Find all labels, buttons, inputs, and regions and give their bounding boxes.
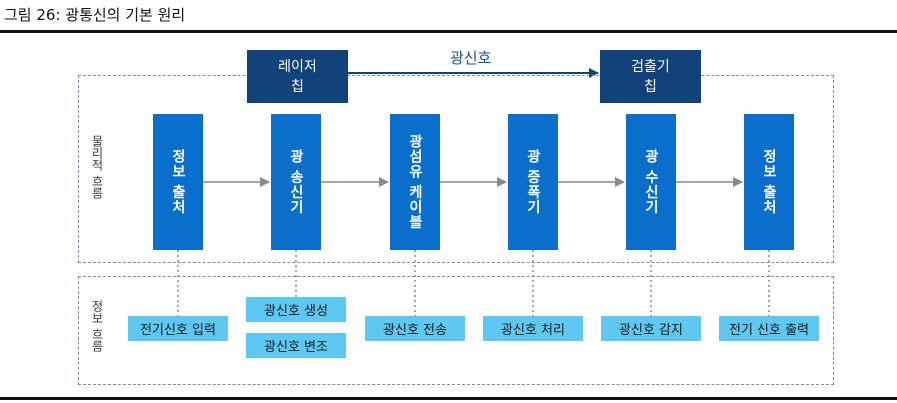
- stage-fiber-cable-label: 광섬유 케이블: [407, 134, 423, 230]
- info-flow-group: [78, 276, 834, 385]
- info-box-signal-generate: 광신호 생성: [246, 297, 346, 322]
- stage-optical-transmitter: 광 송신기: [271, 114, 321, 250]
- physical-flow-label: 물리적 흐름: [90, 135, 104, 199]
- stage-optical-transmitter-label: 광 송신기: [288, 149, 304, 215]
- info-box-signal-detect: 광신호 감지: [601, 316, 701, 341]
- stage-fiber-cable: 광섬유 케이블: [390, 114, 440, 250]
- bottom-rule: [0, 397, 897, 400]
- stage-optical-receiver-label: 광 수신기: [643, 149, 659, 215]
- physical-flow-group: [78, 75, 834, 263]
- info-box-signal-modulate: 광신호 변조: [246, 333, 346, 358]
- stage-info-destination: 정보 출처: [744, 114, 794, 250]
- stage-optical-receiver: 광 수신기: [626, 114, 676, 250]
- info-box-signal-transmit: 광신호 전송: [365, 316, 465, 341]
- info-flow-label: 정보 흐름: [90, 300, 104, 352]
- detector-chip: 검출기 칩: [600, 50, 701, 103]
- stage-optical-amplifier: 광 증폭기: [508, 114, 558, 250]
- info-box-signal-process: 광신호 처리: [483, 316, 583, 341]
- figure-title: 그림 26: 광통신의 기본 원리: [4, 6, 186, 24]
- stage-info-source-label: 정보 출처: [170, 149, 186, 215]
- laser-chip: 레이저 칩: [247, 50, 348, 103]
- stage-optical-amplifier-label: 광 증폭기: [525, 149, 541, 215]
- stage-info-source: 정보 출처: [153, 114, 203, 250]
- optical-signal-label: 광신호: [450, 49, 492, 67]
- info-box-electric-input: 전기신호 입력: [128, 316, 228, 341]
- top-rule: [0, 30, 897, 33]
- info-box-electric-output: 전기 신호 출력: [719, 316, 819, 341]
- stage-info-destination-label: 정보 출처: [761, 149, 777, 215]
